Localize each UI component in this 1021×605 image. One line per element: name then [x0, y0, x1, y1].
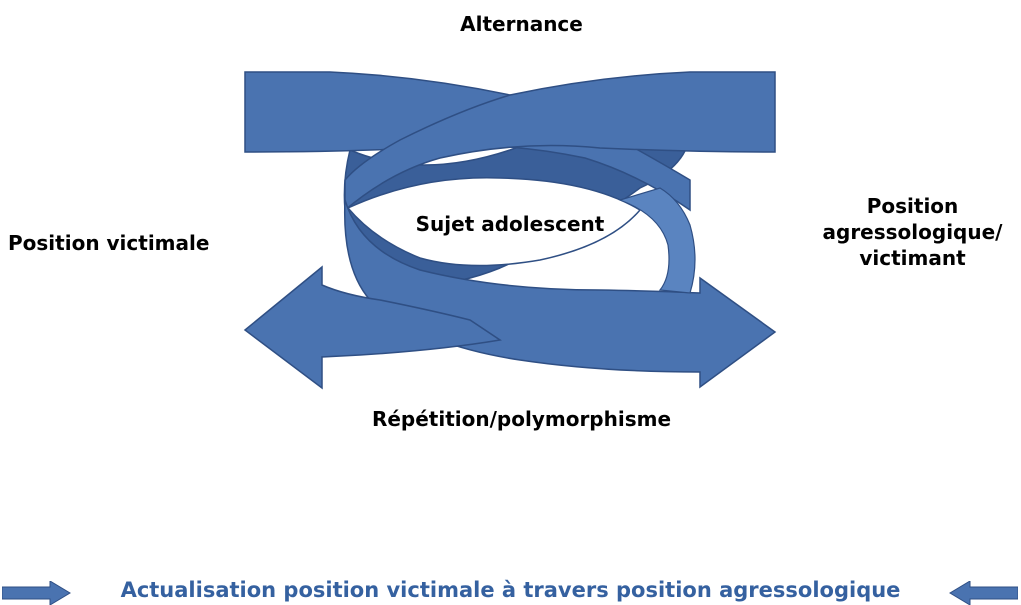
position-victimale-label: Position victimale	[8, 231, 210, 255]
loop-right-fold	[618, 187, 696, 294]
left-arrow-icon	[949, 581, 1018, 605]
repetition-polymorphisme-label: Répétition/polymorphisme	[371, 407, 672, 431]
sujet-adolescent-label: Sujet adolescent	[415, 212, 605, 236]
alternance-label: Alternance	[460, 12, 583, 36]
center-opening	[346, 177, 642, 267]
footer-caption: Actualisation position victimale à trave…	[120, 578, 901, 602]
right-label-line-3: victimant	[859, 246, 966, 270]
right-label-line-1: Position	[866, 194, 959, 218]
right-label-line-2: agressologique/	[822, 220, 1003, 244]
position-agressologique-label: Position agressologique/ victimant	[800, 193, 1021, 271]
bottom-band-to-left	[243, 265, 502, 390]
top-band-right-to-left	[344, 71, 776, 212]
right-arrow-icon	[2, 581, 71, 605]
